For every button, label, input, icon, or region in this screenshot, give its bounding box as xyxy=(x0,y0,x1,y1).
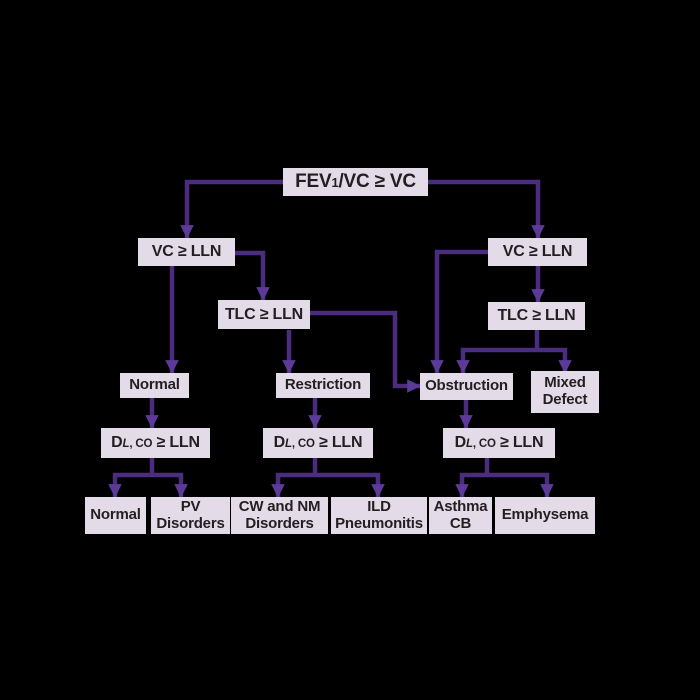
node-cw-nm-disorders: CW and NM Disorders xyxy=(231,497,328,534)
node-dlco-mid: DL, CO ≥ LLN xyxy=(263,428,373,458)
node-normal-bottom-label: Normal xyxy=(90,506,141,524)
node-vc-right-label: VC ≥ LLN xyxy=(502,243,573,261)
connector-dlcoleft-to-pv xyxy=(152,472,188,498)
node-asthma-cb-line1: Asthma xyxy=(433,497,488,515)
node-vc-right: VC ≥ LLN xyxy=(488,238,587,266)
node-tlc-right: TLC ≥ LLN xyxy=(488,302,585,330)
node-asthma-cb-line2: CB xyxy=(449,514,472,532)
node-asthma-cb: Asthma CB xyxy=(429,497,492,534)
node-tlc-mid: TLC ≥ LLN xyxy=(218,300,310,329)
connector-tlcright-to-mixed xyxy=(537,347,572,374)
connector-dlcomid-to-cwnm xyxy=(271,472,315,498)
node-obstruction-label: Obstruction xyxy=(425,377,508,395)
node-ild-pneumonitis: ILD Pneumonitis xyxy=(331,497,427,534)
node-fev1-vc: FEV1/VC ≥ VC xyxy=(283,168,428,196)
connector-tlcright-to-obstruction xyxy=(456,347,537,374)
node-vc-left: VC ≥ LLN xyxy=(138,238,235,266)
node-mixed-defect: Mixed Defect xyxy=(531,371,599,413)
node-fev1-vc-label: FEV1/VC ≥ VC xyxy=(295,171,416,193)
node-dlco-mid-label: DL, CO ≥ LLN xyxy=(273,434,363,452)
node-normal-bottom: Normal xyxy=(85,497,146,534)
connector-vcleft-to-tlcmid xyxy=(235,250,270,301)
node-vc-left-label: VC ≥ LLN xyxy=(151,243,222,261)
connector-fev-to-vc-right xyxy=(428,179,545,239)
node-normal-mid-label: Normal xyxy=(129,376,180,394)
connector-dlcoleft-to-normal xyxy=(108,472,152,498)
node-cw-nm-disorders-line1: CW and NM xyxy=(238,497,321,515)
node-pv-disorders-line2: Disorders xyxy=(156,514,225,532)
connector-dlcoright-to-emphysema xyxy=(487,472,554,498)
node-emphysema: Emphysema xyxy=(495,497,595,534)
node-ild-pneumonitis-line1: ILD xyxy=(367,497,391,515)
node-tlc-mid-label: TLC ≥ LLN xyxy=(224,305,304,323)
connector-dlcomid-to-ild xyxy=(315,472,385,498)
connector-tlcmid-to-obstruction xyxy=(310,310,421,393)
node-tlc-right-label: TLC ≥ LLN xyxy=(497,307,576,325)
connector-vcright-to-obstruction xyxy=(430,249,488,374)
node-cw-nm-disorders-line2: Disorders xyxy=(245,514,314,532)
node-mixed-defect-line2: Defect xyxy=(542,391,588,408)
node-dlco-left-label: DL, CO ≥ LLN xyxy=(111,434,200,452)
connector-fev-to-vc-left xyxy=(180,179,283,239)
connector-dlcoright-to-asthma xyxy=(455,472,487,498)
node-normal-mid: Normal xyxy=(120,373,189,398)
node-restriction: Restriction xyxy=(276,373,370,398)
node-dlco-left: DL, CO ≥ LLN xyxy=(101,428,210,458)
node-ild-pneumonitis-line2: Pneumonitis xyxy=(335,514,423,532)
node-dlco-right: DL, CO ≥ LLN xyxy=(443,428,555,458)
node-dlco-right-label: DL, CO ≥ LLN xyxy=(454,434,544,452)
node-pv-disorders-line1: PV xyxy=(180,497,201,515)
node-pv-disorders: PV Disorders xyxy=(151,497,230,534)
node-restriction-label: Restriction xyxy=(284,376,362,394)
node-mixed-defect-line1: Mixed xyxy=(544,374,586,392)
node-emphysema-label: Emphysema xyxy=(501,506,589,524)
node-obstruction: Obstruction xyxy=(420,373,513,400)
